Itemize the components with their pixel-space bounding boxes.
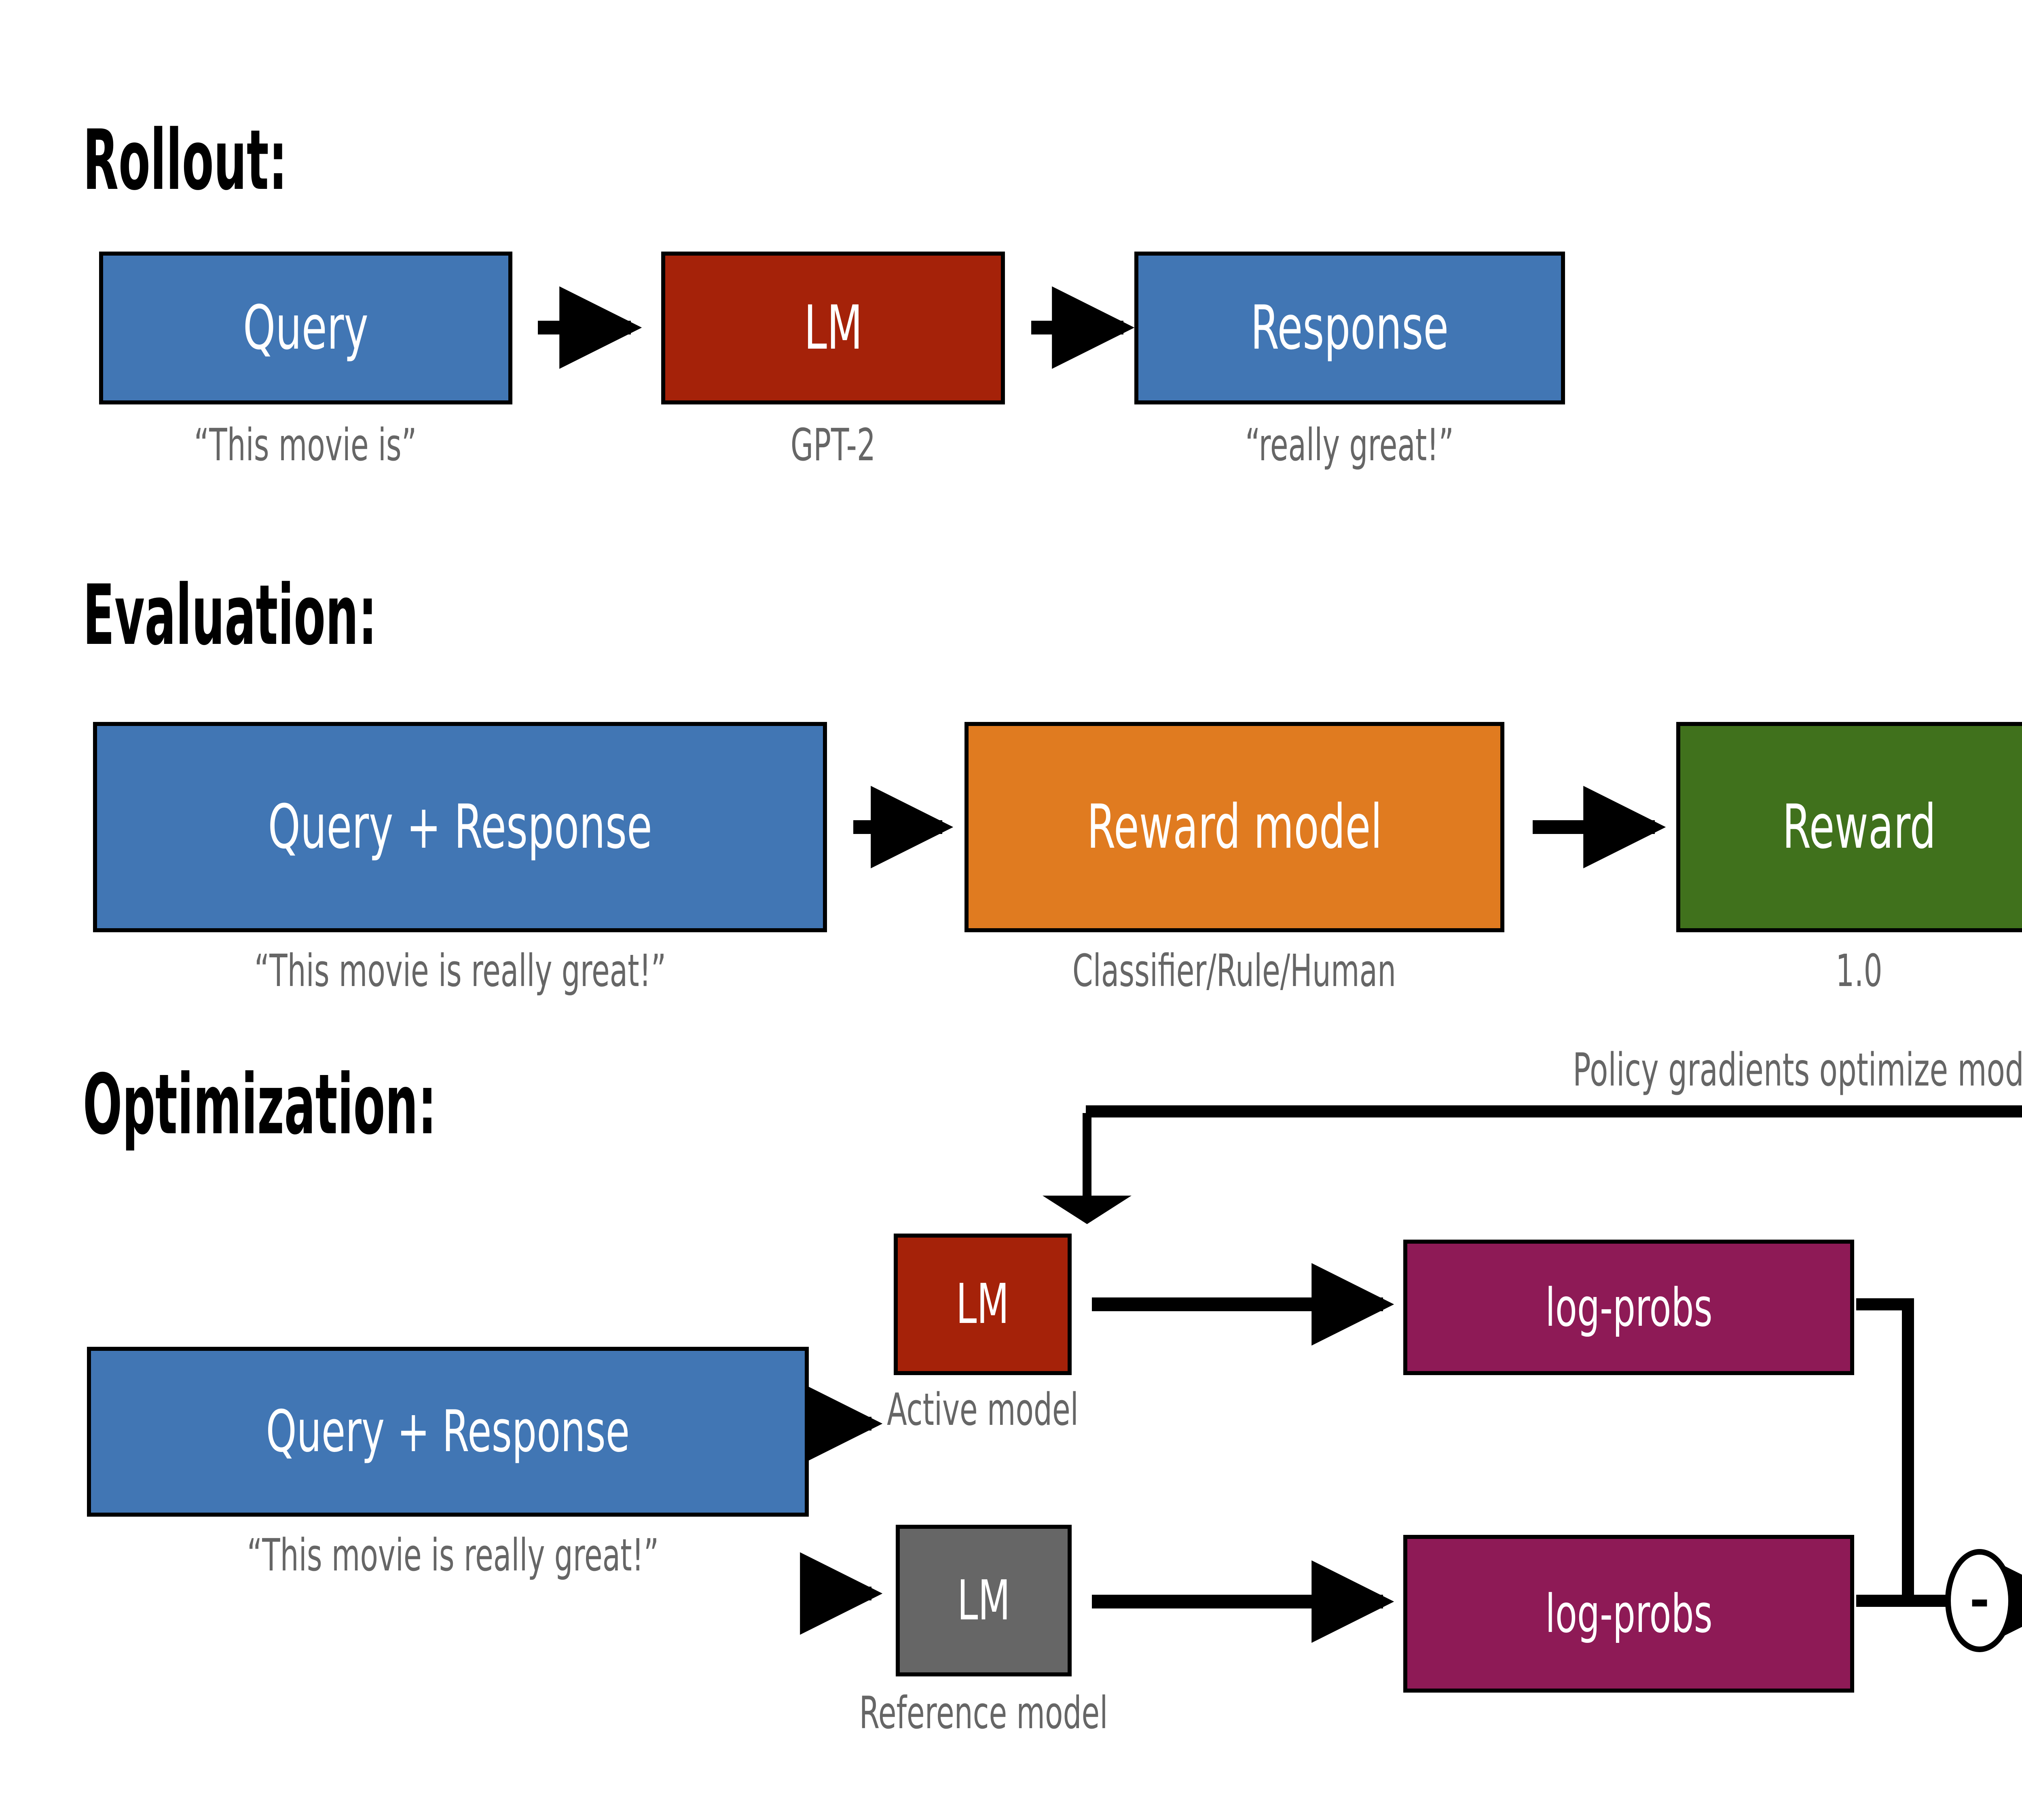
policy-gradient-feedback-label: Policy gradients optimize model	[1573, 1044, 2022, 1096]
optimization-input-arrows	[800, 1382, 883, 1635]
optimization-query-response-caption: “This movie is really great!”	[247, 1529, 659, 1581]
subtract-operator-icon: -	[1945, 1549, 2014, 1652]
rollout-query-box[interactable]: Query	[99, 252, 512, 404]
optimization-logprobs-active-box[interactable]: log-probs	[1403, 1240, 1854, 1375]
evaluation-query-response-label: Query + Response	[268, 792, 652, 862]
evaluation-heading: Evaluation:	[83, 567, 377, 664]
optimization-logprobs-reference-label: log-probs	[1545, 1583, 1713, 1644]
optimization-logprobs-reference-box[interactable]: log-probs	[1403, 1535, 1854, 1693]
optimization-lm-reference-box[interactable]: LM	[896, 1525, 1072, 1676]
optimization-query-response-label: Query + Response	[266, 1398, 630, 1465]
rollout-query-caption: “This movie is”	[194, 419, 417, 471]
evaluation-reward-model-caption: Classifier/Rule/Human	[1072, 945, 1396, 997]
optimization-lm-reference-caption: Reference model	[859, 1687, 1108, 1739]
rollout-lm-caption: GPT-2	[790, 419, 876, 471]
optimization-lm-active-box[interactable]: LM	[894, 1234, 1072, 1375]
evaluation-reward-model-label: Reward model	[1087, 792, 1382, 862]
evaluation-reward-model-box[interactable]: Reward model	[964, 722, 1504, 932]
optimization-lm-active-label: LM	[956, 1272, 1009, 1336]
rollout-lm-label: LM	[804, 293, 863, 363]
evaluation-reward-label: Reward	[1782, 792, 1936, 862]
rollout-heading: Rollout:	[83, 112, 288, 209]
lm-to-logprobs-arrows	[1092, 1263, 1394, 1643]
evaluation-reward-box[interactable]: Reward	[1676, 722, 2022, 932]
rollout-response-caption: “really great!”	[1245, 419, 1454, 471]
evaluation-query-response-box[interactable]: Query + Response	[93, 722, 827, 932]
optimization-lm-active-caption: Active model	[887, 1384, 1079, 1435]
rollout-response-label: Response	[1250, 293, 1449, 363]
rollout-lm-box[interactable]: LM	[661, 252, 1005, 404]
subtract-operator-glyph: -	[1969, 1572, 1990, 1629]
evaluation-query-response-caption: “This movie is really great!”	[254, 945, 666, 997]
optimization-lm-reference-label: LM	[957, 1568, 1011, 1633]
rollout-query-label: Query	[243, 293, 368, 363]
optimization-query-response-box[interactable]: Query + Response	[87, 1347, 809, 1517]
optimization-heading: Optimization:	[83, 1057, 437, 1153]
evaluation-reward-caption: 1.0	[1836, 945, 1882, 997]
rollout-response-box[interactable]: Response	[1134, 252, 1565, 404]
optimization-logprobs-active-label: log-probs	[1545, 1276, 1713, 1338]
